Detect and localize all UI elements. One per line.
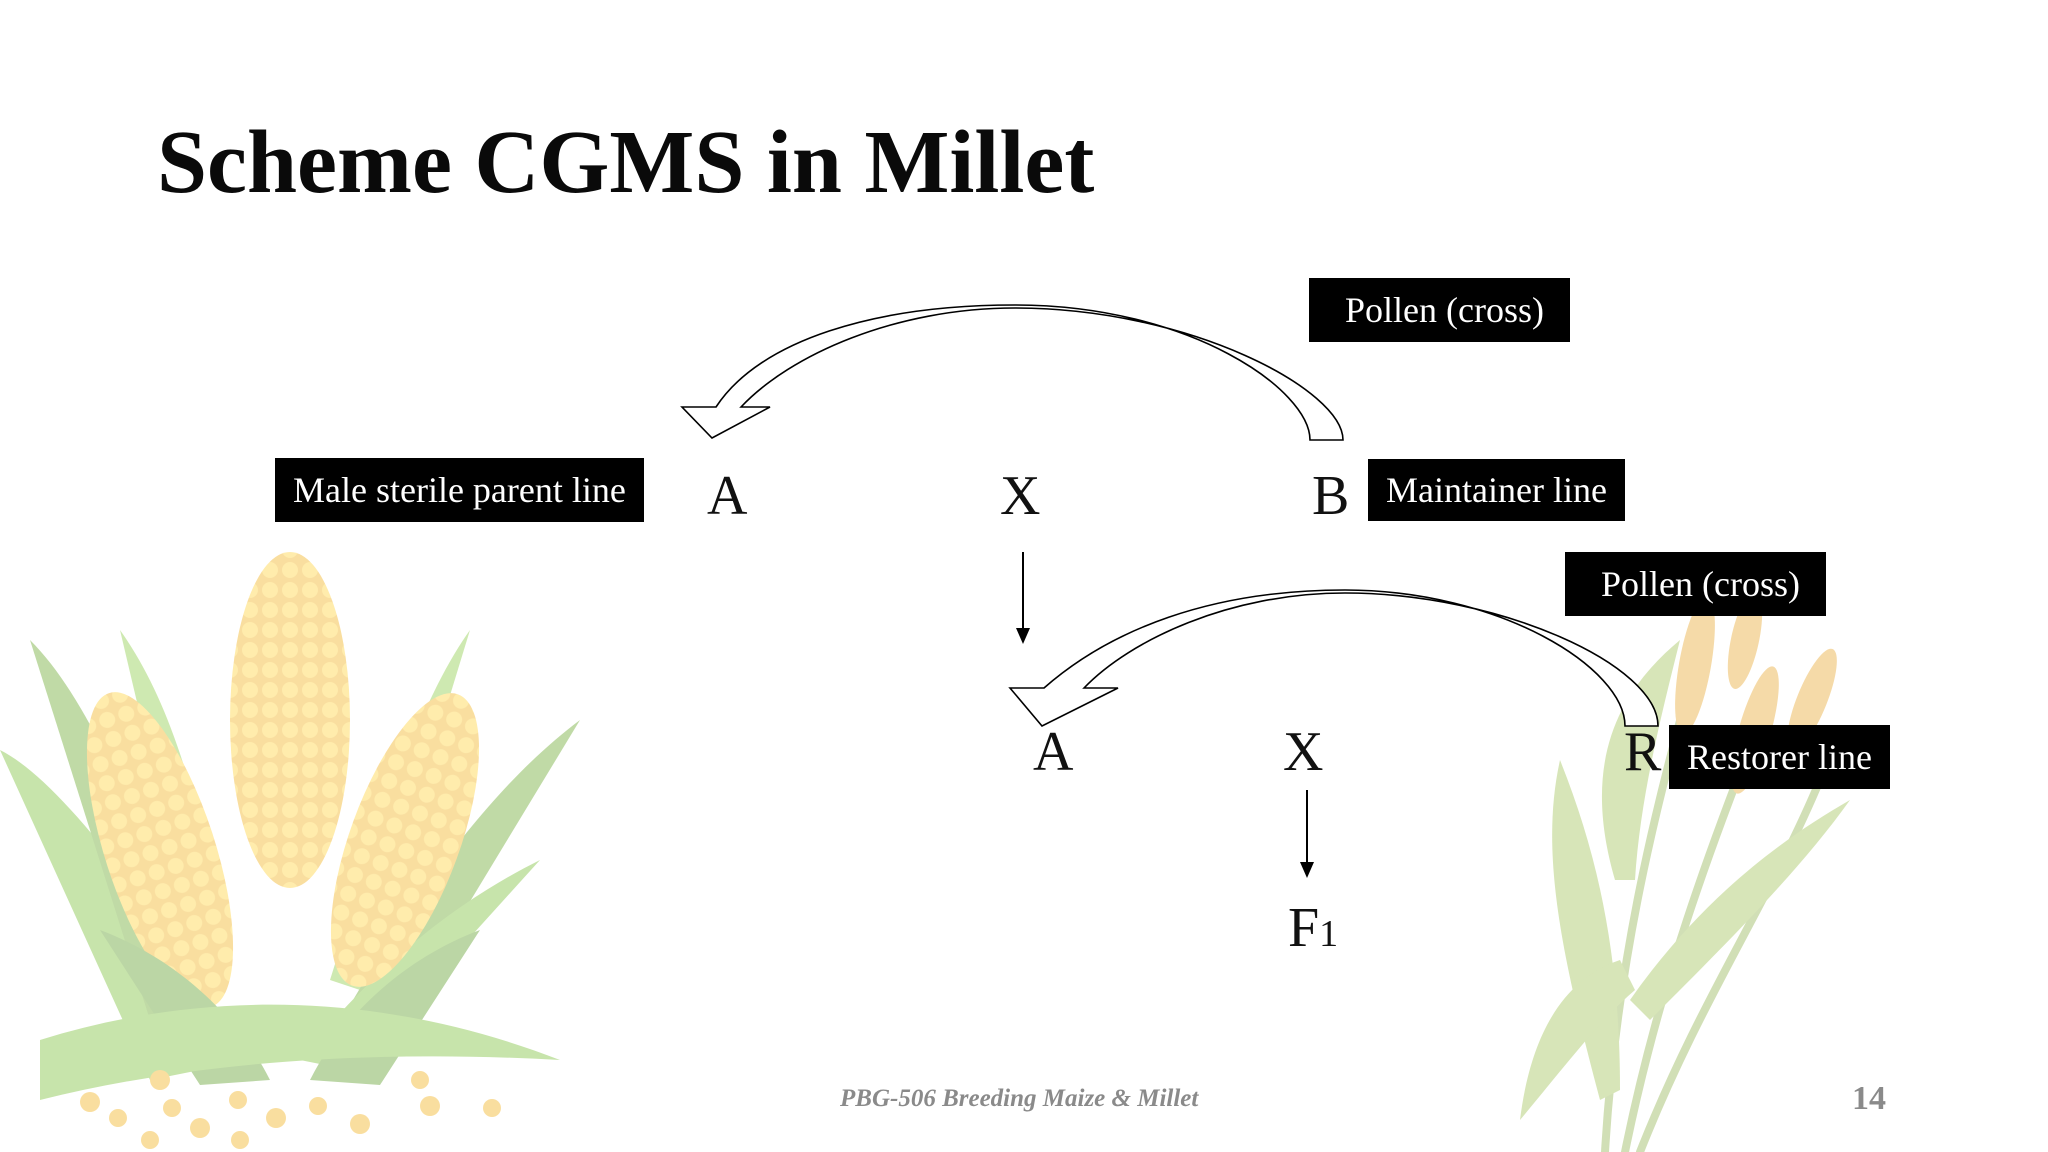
f1-hybrid: F1 [1288, 896, 1338, 960]
cross2-male-r: R [1624, 721, 1662, 783]
slide-number: 14 [1852, 1080, 1886, 1117]
cross2-female-a: A [1033, 721, 1074, 783]
maintainer-line-label: Maintainer line [1368, 459, 1625, 521]
pollen-cross-label-2: Pollen (cross) [1565, 552, 1826, 616]
slide-title: Scheme CGMS in Millet [157, 113, 1095, 212]
f1-subscript: 1 [1319, 913, 1339, 955]
cross1-x-symbol: X [1000, 465, 1041, 527]
footer-course-title: PBG-506 Breeding Maize & Millet [840, 1085, 1199, 1112]
pollen-arrow-b-to-a [680, 304, 1344, 441]
pollen-arrow-r-to-a [1008, 589, 1659, 727]
male-sterile-parent-label: Male sterile parent line [275, 458, 644, 522]
cross2-x-symbol: X [1283, 721, 1324, 783]
cross1-male-b: B [1312, 465, 1350, 527]
progeny-arrow-2 [1300, 790, 1314, 878]
corn-icon [0, 552, 580, 1149]
progeny-arrow-1 [1016, 552, 1030, 644]
pollen-cross-label-1: Pollen (cross) [1309, 278, 1570, 342]
restorer-line-label: Restorer line [1669, 725, 1890, 789]
cross1-female-a: A [707, 465, 748, 527]
f1-letter: F [1288, 897, 1320, 959]
